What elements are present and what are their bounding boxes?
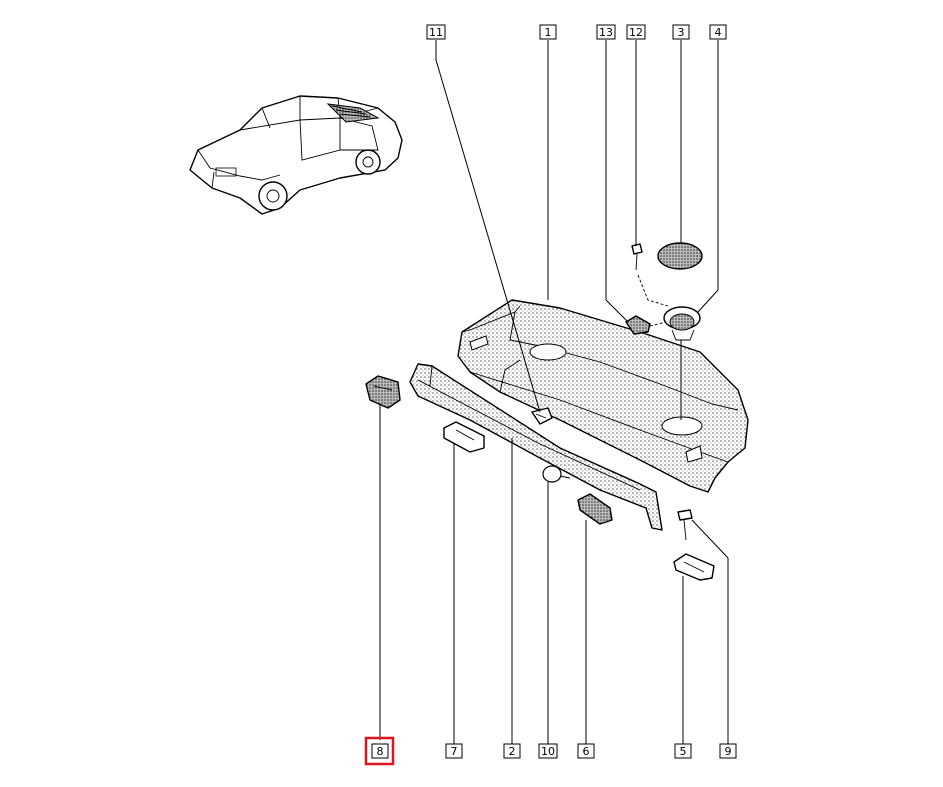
part-7-bracket <box>443 421 485 453</box>
svg-text:10: 10 <box>541 745 555 758</box>
callout-6[interactable]: 6 <box>577 743 595 759</box>
part-4-speaker <box>663 306 701 341</box>
part-11-clip <box>531 407 553 425</box>
svg-text:11: 11 <box>429 26 443 39</box>
svg-text:7: 7 <box>451 745 458 758</box>
svg-text:3: 3 <box>678 26 685 39</box>
leader-lines <box>379 40 729 744</box>
callout-4[interactable]: 4 <box>709 24 727 40</box>
svg-text:2: 2 <box>509 745 516 758</box>
part-8-hook <box>365 375 401 409</box>
callout-7[interactable]: 7 <box>445 743 463 759</box>
svg-text:4: 4 <box>715 26 722 39</box>
svg-text:9: 9 <box>725 745 732 758</box>
part-12-screw <box>631 243 643 271</box>
svg-text:5: 5 <box>680 745 687 758</box>
callout-1[interactable]: 1 <box>539 24 557 40</box>
svg-text:13: 13 <box>599 26 613 39</box>
part-1-rear-shelf <box>457 299 749 493</box>
part-6-hook <box>577 493 613 525</box>
part-3-speaker-grille <box>657 242 703 270</box>
part-9-screw <box>677 509 693 541</box>
callout-3[interactable]: 3 <box>672 24 690 40</box>
svg-text:6: 6 <box>583 745 590 758</box>
callout-2[interactable]: 2 <box>503 743 521 759</box>
part-5-bracket <box>673 553 715 581</box>
part-13-clip <box>625 315 651 335</box>
svg-text:12: 12 <box>629 26 643 39</box>
callout-12[interactable]: 12 <box>626 24 646 40</box>
svg-text:8: 8 <box>377 745 384 758</box>
callout-11[interactable]: 11 <box>426 24 446 40</box>
callout-10[interactable]: 10 <box>538 743 558 759</box>
car-thumbnail <box>189 95 403 215</box>
callout-13[interactable]: 13 <box>596 24 616 40</box>
part-10-cap <box>542 465 571 483</box>
callout-8[interactable]: 8 <box>364 736 395 766</box>
svg-text:1: 1 <box>545 26 552 39</box>
callout-5[interactable]: 5 <box>674 743 692 759</box>
part-2-trim-rail <box>409 363 663 531</box>
callout-9[interactable]: 9 <box>719 743 737 759</box>
